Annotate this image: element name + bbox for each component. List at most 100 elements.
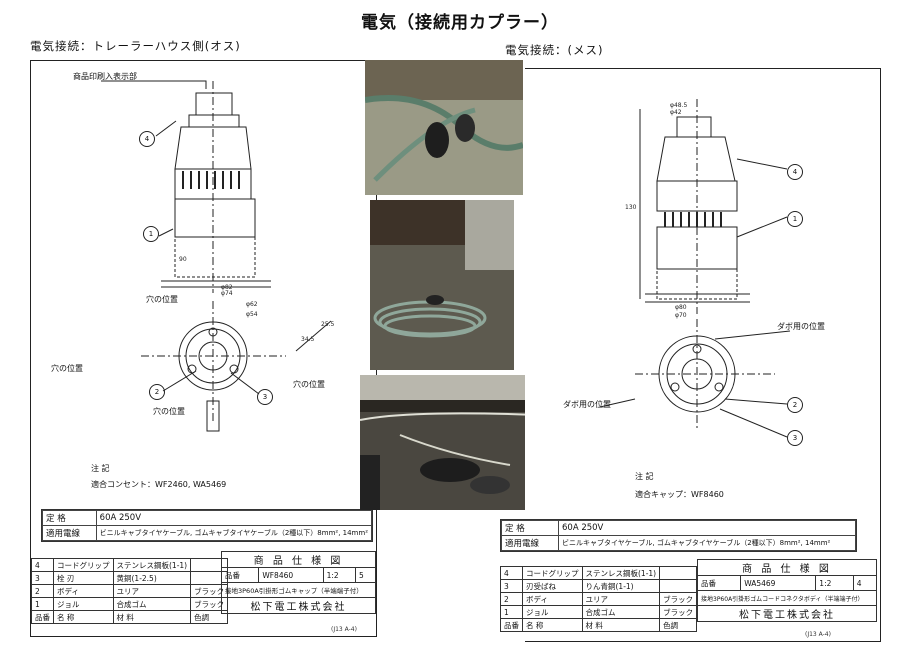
notes-line: 適合キャップ：WF8460 xyxy=(635,490,724,499)
parts-footer: 品番 xyxy=(500,618,523,632)
notes-heading: 注 記 xyxy=(635,472,654,481)
top-note: 商品印刷入表示部 xyxy=(73,72,137,81)
part-name: 栓 刃 xyxy=(53,571,114,585)
spec-value: 60A 250V xyxy=(95,510,373,526)
product-name: 接地3P60A引掛形ゴムコードコネクタボディ（半端端子付） xyxy=(697,590,877,606)
parts-footer: 名 称 xyxy=(53,610,114,624)
page-title: 電気（接続用カプラー） xyxy=(361,13,559,33)
photo-connector-under-trailer-image xyxy=(360,375,538,510)
form-code: (J13 A-4) xyxy=(805,631,831,638)
part-name: ボディ xyxy=(53,584,114,598)
part-material: ステンレス鋼板(1-1) xyxy=(112,558,192,572)
photo-coiled-cable xyxy=(370,200,514,370)
hole-label-a: 穴の位置 xyxy=(146,295,178,304)
model-label: 品番 xyxy=(696,575,742,591)
svg-text:φ48.5: φ48.5 xyxy=(670,102,688,109)
sheet-number: 4 xyxy=(852,575,878,591)
company-name: 松下電工株式会社 xyxy=(697,605,877,622)
part-material: りん青銅(1-1) xyxy=(581,579,661,593)
model-number: WA5469 xyxy=(740,575,817,591)
part-name: ボディ xyxy=(522,592,583,606)
hole-label-b: 穴の位置 xyxy=(51,364,83,373)
svg-text:φ74: φ74 xyxy=(221,290,233,297)
parts-footer: 色調 xyxy=(659,618,698,632)
hole-label-d: 穴の位置 xyxy=(293,380,325,389)
part-material: 黄銅(1-2.5) xyxy=(112,571,192,585)
part-no: 2 xyxy=(500,592,523,606)
form-code: (J13 A-4) xyxy=(331,626,357,633)
photo-connector-under-trailer xyxy=(360,375,538,510)
right-sheet-label: 電気接続：(メス) xyxy=(505,43,604,57)
svg-text:90: 90 xyxy=(179,256,187,263)
photo-coupler-plugs xyxy=(365,60,523,195)
scale: 1:2 xyxy=(322,567,356,583)
callout-1: 1 xyxy=(787,211,803,227)
hole-label-c: 穴の位置 xyxy=(153,407,185,416)
svg-text:φ54: φ54 xyxy=(246,311,258,318)
svg-text:34.5: 34.5 xyxy=(301,336,315,343)
part-material: 合成ゴム xyxy=(581,605,661,619)
scale: 1:2 xyxy=(815,575,854,591)
svg-text:φ70: φ70 xyxy=(675,312,687,319)
notes-line: 適合コンセント：WF2460, WA5469 xyxy=(91,480,227,489)
svg-text:130: 130 xyxy=(625,204,637,211)
callout-2: 2 xyxy=(787,397,803,413)
model-label: 品番 xyxy=(220,567,260,583)
left-sheet-label: 電気接続：トレーラーハウス側(オス) xyxy=(30,39,241,53)
svg-text:φ80: φ80 xyxy=(675,304,687,311)
part-no: 2 xyxy=(31,584,54,598)
part-no: 1 xyxy=(31,597,54,611)
part-material: 合成ゴム xyxy=(112,597,192,611)
spec-label: 定 格 xyxy=(501,520,559,536)
callout-3: 3 xyxy=(257,389,273,405)
svg-text:φ82: φ82 xyxy=(221,284,233,291)
part-name: 刃受ばね xyxy=(522,579,583,593)
part-material: ステンレス鋼板(1-1) xyxy=(581,566,661,580)
callout-1: 1 xyxy=(143,226,159,242)
part-no: 1 xyxy=(500,605,523,619)
spec-value: ビニルキャブタイヤケーブル, ゴムキャブタイヤケーブル（2種以下）8mm², 1… xyxy=(558,535,856,551)
part-name: コードグリップ xyxy=(53,558,114,572)
spec-label: 適用電線 xyxy=(42,525,97,541)
spec-label: 適用電線 xyxy=(501,535,559,551)
spec-value: 60A 250V xyxy=(558,520,856,536)
part-color xyxy=(659,566,698,580)
drawing-title: 商 品 仕 様 図 xyxy=(697,559,877,576)
dowel-label-b: ダボ用の位置 xyxy=(563,400,611,409)
part-name: コードグリップ xyxy=(522,566,583,580)
parts-footer: 品番 xyxy=(31,610,54,624)
part-material: ユリア xyxy=(112,584,192,598)
parts-footer: 名 称 xyxy=(522,618,583,632)
part-material: ユリア xyxy=(581,592,661,606)
parts-footer: 材 料 xyxy=(581,618,661,632)
parts-footer: 色調 xyxy=(190,610,229,624)
product-name: 接地3P60A引掛形ゴムキャップ（半端端子付） xyxy=(221,582,376,598)
part-no: 3 xyxy=(31,571,54,585)
part-color xyxy=(659,579,698,593)
svg-text:φ42: φ42 xyxy=(670,109,682,116)
parts-footer: 材 料 xyxy=(112,610,192,624)
drawing-title: 商 品 仕 様 図 xyxy=(221,551,376,568)
notes-heading: 注 記 xyxy=(91,464,110,473)
part-no: 4 xyxy=(31,558,54,572)
part-color: ブラック xyxy=(659,605,698,619)
photo-coiled-cable-image xyxy=(370,200,514,370)
callout-3: 3 xyxy=(787,430,803,446)
svg-text:φ62: φ62 xyxy=(246,301,258,308)
part-no: 4 xyxy=(500,566,523,580)
part-name: ジョル xyxy=(53,597,114,611)
callout-2: 2 xyxy=(149,384,165,400)
part-name: ジョル xyxy=(522,605,583,619)
callout-4: 4 xyxy=(787,164,803,180)
photo-coupler-plugs-image xyxy=(365,60,523,195)
